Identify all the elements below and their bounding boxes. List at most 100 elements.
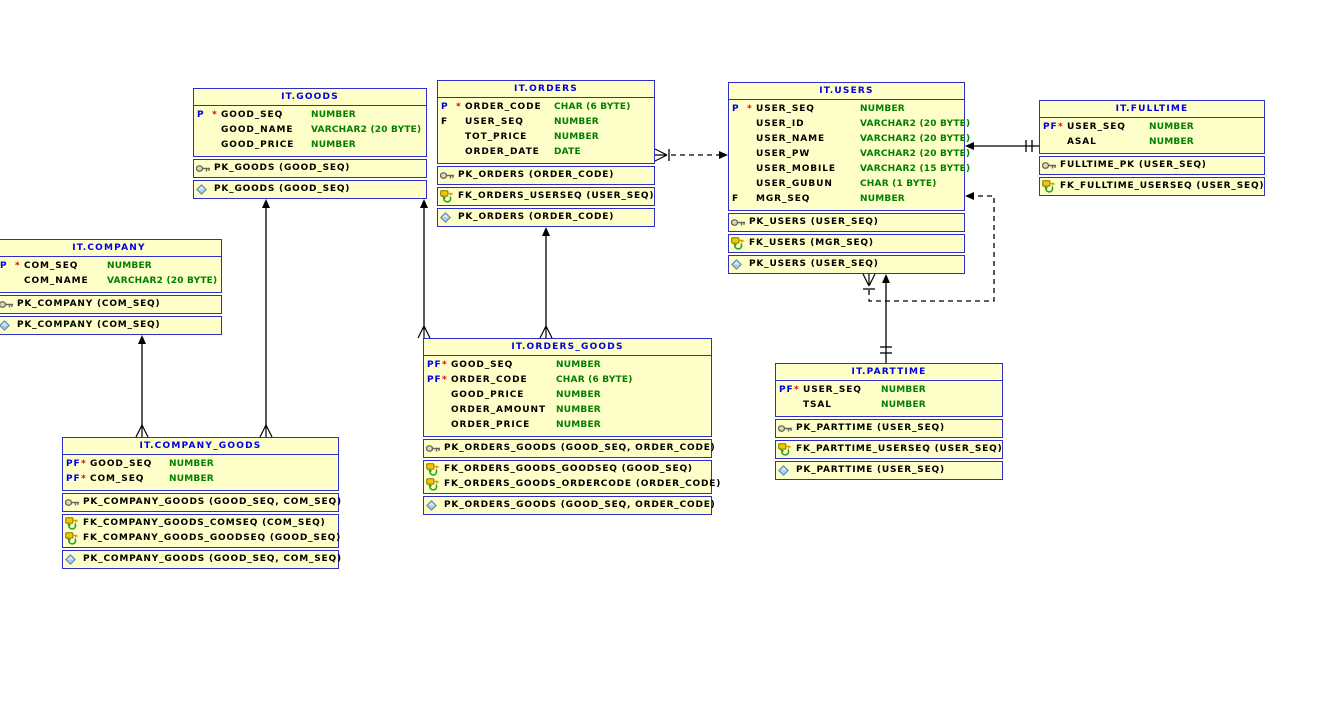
primary-key-row: PK_GOODS (GOOD_SEQ) [194,161,426,176]
column-name: USER_SEQ [1067,122,1126,132]
column-name: COM_SEQ [24,261,79,271]
fk-key-icon [426,478,444,491]
uniques-section: PK_GOODS (GOOD_SEQ) [193,180,427,199]
column-type: NUMBER [107,261,152,271]
column-type: CHAR (1 BYTE) [860,179,937,189]
required-star: * [794,385,800,395]
column-key-marker [1043,135,1067,150]
column-name: COM_SEQ [90,474,145,484]
key-label: PK_USERS (USER_SEQ) [749,259,879,269]
relationship-orders_goods-goods[interactable] [417,199,431,339]
pk-key-icon [440,171,458,180]
arrowhead-icon [882,274,890,283]
keys-section: PK_USERS (USER_SEQ) [728,213,965,232]
column-key-marker: PF* [1043,120,1067,135]
fks-section: FK_ORDERS_USERSEQ (USER_SEQ) [437,187,655,206]
entity-company_goods[interactable]: IT.COMPANY_GOODS PF*GOOD_SEQ NUMBER PF*COM_… [62,437,342,569]
keys-section: PK_COMPANY_GOODS (GOOD_SEQ, COM_SEQ) [62,493,342,512]
relationship-parttime-users[interactable] [880,274,892,363]
crowfoot-icon [259,424,273,438]
column-key-marker [427,418,451,433]
column-name: COM_NAME [24,276,89,286]
table-title[interactable]: IT.COMPANY_GOODS [63,438,338,455]
crowfoot-icon [135,424,149,438]
column-key-marker: PF* [427,373,451,388]
fks-section: FK_FULLTIME_USERSEQ (USER_SEQ) [1039,177,1265,196]
column-name: GOOD_SEQ [451,360,514,370]
foreign-key-row: FK_COMPANY_GOODS_GOODSEQ (GOOD_SEQ) [63,531,342,546]
crowfoot-icon [417,325,431,339]
column-key-marker: PF* [66,457,90,472]
unique-diamond-icon [0,320,17,331]
column-key-marker [197,123,221,138]
column-name: USER_MOBILE [756,164,836,174]
column-key-marker [197,138,221,153]
key-label: FK_ORDERS_GOODS_ORDERCODE (ORDER_CODE) [444,479,722,489]
fks-section: FK_PARTTIME_USERSEQ (USER_SEQ) [775,440,1003,459]
column-type: NUMBER [169,459,214,469]
crowfoot-icon [862,273,876,287]
column-name: ASAL [1067,137,1097,147]
primary-key-row: PK_USERS (USER_SEQ) [729,215,964,230]
relationship-fulltime-users[interactable] [965,140,1039,152]
key-label: PK_ORDERS_GOODS (GOOD_SEQ, ORDER_CODE) [444,500,716,510]
table-title[interactable]: IT.USERS [729,83,964,100]
column-name: ORDER_CODE [465,102,542,112]
fk-key-icon [65,517,83,530]
table-title[interactable]: IT.FULLTIME [1040,101,1264,118]
unique-key-row: PK_ORDERS (ORDER_CODE) [438,210,654,225]
key-label: PK_COMPANY_GOODS (GOOD_SEQ, COM_SEQ) [83,497,342,507]
table-title[interactable]: IT.COMPANY [0,240,221,257]
required-star: * [747,104,753,114]
uniques-section: PK_ORDERS (ORDER_CODE) [437,208,655,227]
key-label: PK_COMPANY (COM_SEQ) [17,299,161,309]
required-star: * [15,261,21,271]
table-title[interactable]: IT.ORDERS [438,81,654,98]
column-name: GOOD_SEQ [90,459,153,469]
required-star: * [81,474,87,484]
table-title[interactable]: IT.PARTTIME [776,364,1002,381]
keys-section: PK_ORDERS_GOODS (GOOD_SEQ, ORDER_CODE) [423,439,715,458]
pk-fk-marker: F [732,194,740,204]
column-type: VARCHAR2 (20 BYTE) [860,149,971,159]
key-label: FK_FULLTIME_USERSEQ (USER_SEQ) [1060,181,1265,191]
column-type: NUMBER [860,194,905,204]
table-title[interactable]: IT.GOODS [194,89,426,106]
unique-diamond-icon [196,184,214,195]
unique-key-row: PK_USERS (USER_SEQ) [729,257,964,272]
relationship-company_goods-company[interactable] [135,335,149,438]
primary-key-row: PK_PARTTIME (USER_SEQ) [776,421,1002,436]
key-label: FK_COMPANY_GOODS_GOODSEQ (GOOD_SEQ) [83,533,342,543]
required-star: * [1058,122,1064,132]
key-label: PK_GOODS (GOOD_SEQ) [214,184,351,194]
key-label: PK_GOODS (GOOD_SEQ) [214,163,351,173]
relationship-company_goods-goods[interactable] [259,199,273,438]
relationship-orders_goods-orders[interactable] [539,227,553,339]
crowfoot-icon [654,148,668,162]
relationship-orders-users[interactable] [654,148,728,162]
table-title[interactable]: IT.ORDERS_GOODS [424,339,711,356]
